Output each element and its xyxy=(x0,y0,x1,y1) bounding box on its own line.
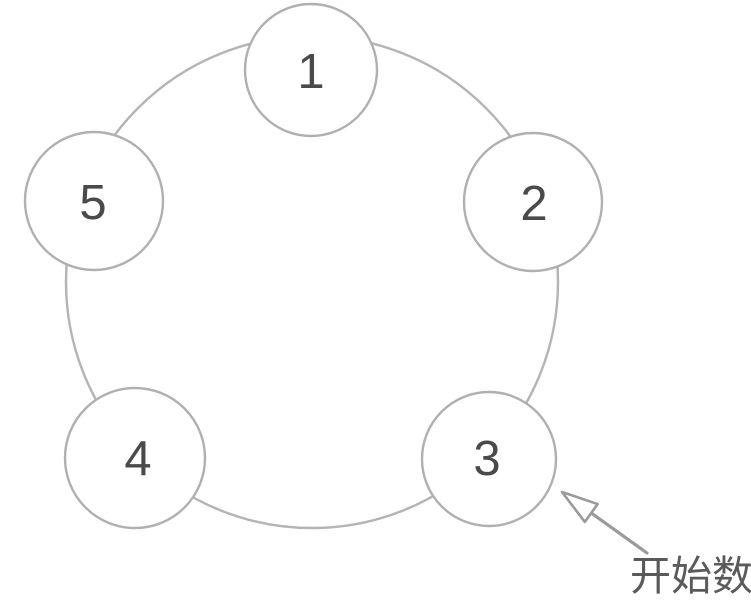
start-annotation-label: 开始数 xyxy=(630,552,751,600)
node-5[interactable]: 5 xyxy=(23,130,165,272)
node-5-circle[interactable] xyxy=(23,130,165,272)
node-1-circle[interactable] xyxy=(243,2,379,138)
node-2-label: 2 xyxy=(520,177,547,231)
node-3-label: 3 xyxy=(473,432,500,486)
node-2[interactable]: 2 xyxy=(462,131,604,273)
annotation-arrow-shaft xyxy=(589,511,649,555)
node-2-circle[interactable] xyxy=(462,131,604,273)
node-1-label: 1 xyxy=(297,45,324,99)
start-annotation-group: 开始数 xyxy=(560,490,751,600)
node-4-label: 4 xyxy=(124,432,151,486)
node-5-label: 5 xyxy=(79,176,106,230)
node-3[interactable]: 3 xyxy=(420,390,558,528)
node-1[interactable]: 1 xyxy=(243,2,379,138)
annotation-arrow-head-icon xyxy=(560,490,599,524)
node-4[interactable]: 4 xyxy=(63,386,207,530)
node-3-circle[interactable] xyxy=(420,390,558,528)
node-4-circle[interactable] xyxy=(63,386,207,530)
annotation-arrow-head-spine xyxy=(560,490,586,524)
node-group: 1 2 3 4 5 xyxy=(23,2,604,530)
